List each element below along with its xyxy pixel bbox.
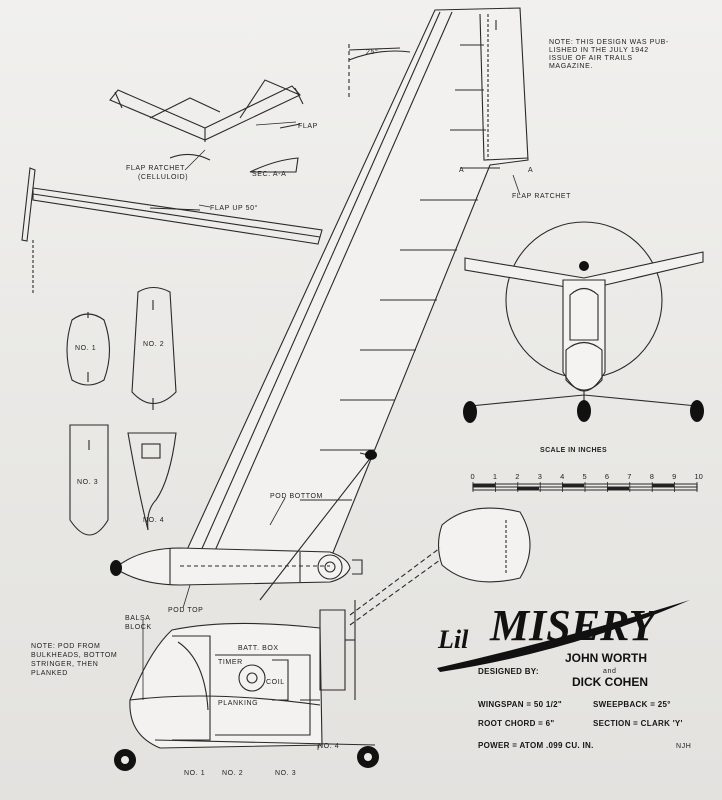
- pod-no1-label: NO. 1: [184, 770, 205, 777]
- sweep-angle-label: 25°: [366, 48, 378, 56]
- flap-ratchet-wing-label: FLAP RATCHET: [512, 193, 571, 200]
- pod-no2-label: NO. 2: [222, 770, 243, 777]
- scale-tick-label: 1: [493, 472, 497, 481]
- leader-lines: [142, 121, 521, 750]
- balsa-block-line-1: BALSA: [125, 615, 151, 622]
- front-view: [464, 221, 704, 407]
- wheel-hubs: [121, 753, 372, 764]
- batt-box-label: BATT. BOX: [238, 645, 279, 652]
- pod-note-line-3: STRINGER, THEN: [31, 661, 98, 668]
- scale-tick-label: 2: [515, 472, 519, 481]
- sec-aa-label: SEC. A-A: [252, 171, 286, 178]
- flap-sketch: [109, 79, 304, 161]
- solid-parts: [110, 261, 704, 771]
- top-note-line-2: LISHED IN THE JULY 1942: [549, 47, 649, 54]
- scale-tick-label: 0: [471, 472, 475, 481]
- flap-label: FLAP: [298, 123, 318, 130]
- flap-ratchet-top-label: FLAP RATCHET: [126, 165, 185, 172]
- title-main: MISERY: [489, 601, 660, 650]
- scale-tick-label: 4: [560, 472, 564, 481]
- flap-up-label: FLAP UP 50°: [210, 204, 258, 212]
- bulkhead-no3-label: NO. 3: [77, 479, 98, 486]
- designer-name-2: DICK COHEN: [572, 675, 648, 689]
- scale-tick-labels: 0 1 2 3 4 5 6 7 8 9 10: [471, 472, 703, 492]
- section-a-left: A: [459, 167, 464, 174]
- pod-no4-label: NO. 4: [318, 743, 339, 750]
- spec-wingspan: WINGSPAN = 50 1/2": [478, 700, 562, 709]
- pod-note-line-4: PLANKED: [31, 670, 68, 677]
- pod-bottom-label: POD BOTTOM: [270, 493, 323, 500]
- title-prefix: Lil: [437, 625, 469, 654]
- pod-note-line-2: BULKHEADS, BOTTOM: [31, 652, 117, 659]
- scale-tick-label: 5: [583, 472, 587, 481]
- pod-note-line-1: NOTE: POD FROM: [31, 643, 100, 650]
- balsa-block-line-2: BLOCK: [125, 624, 152, 631]
- designer-name-1: JOHN WORTH: [565, 651, 647, 665]
- timer-label: TIMER: [218, 659, 243, 666]
- bulkhead-shapes: [66, 286, 177, 536]
- scale-tick-label: 7: [627, 472, 631, 481]
- pod-top-label: POD TOP: [168, 607, 203, 614]
- spec-sweepback: SWEEPBACK = 25°: [593, 700, 671, 709]
- main-wing: [179, 7, 529, 566]
- coil-label: COIL: [266, 679, 285, 686]
- sec-aa-sketch: [249, 157, 299, 173]
- pod-side-view: [124, 600, 376, 760]
- bulkhead-no1-label: NO. 1: [75, 345, 96, 352]
- spec-power: POWER = ATOM .099 CU. IN.: [478, 741, 594, 750]
- designer-and: and: [603, 668, 616, 675]
- scale-label: SCALE IN INCHES: [540, 447, 607, 454]
- pod-no3-label: NO. 3: [275, 770, 296, 777]
- top-note-line-3: ISSUE OF AIR TRAILS: [549, 55, 633, 62]
- spec-section: SECTION = CLARK 'Y': [593, 719, 683, 728]
- scale-tick-label: 6: [605, 472, 609, 481]
- scale-tick-label: 3: [538, 472, 542, 481]
- planking-label: PLANKING: [218, 700, 258, 707]
- bulkhead-no4-label: NO. 4: [143, 517, 164, 524]
- sweep-angle-indicator: [348, 44, 411, 100]
- top-note-line-1: NOTE: THIS DESIGN WAS PUB-: [549, 39, 669, 46]
- designed-by-label: DESIGNED BY:: [478, 667, 539, 676]
- flap-up-wing: [21, 167, 323, 295]
- celluloid-label: (CELLULOID): [138, 174, 188, 181]
- pod-section: [349, 507, 531, 626]
- section-a-right: A: [528, 167, 533, 174]
- scale-segments: [473, 484, 674, 490]
- title-swoosh: [437, 600, 690, 672]
- scale-tick-label: 8: [650, 472, 654, 481]
- bulkhead-no2-label: NO. 2: [143, 341, 164, 348]
- scale-tick-label: 10: [695, 472, 703, 481]
- initials: NJH: [676, 743, 691, 750]
- top-note-line-4: MAGAZINE.: [549, 63, 593, 70]
- spec-root-chord: ROOT CHORD = 6": [478, 719, 555, 728]
- fuselage-side: [114, 452, 373, 601]
- scale-tick-label: 9: [672, 472, 676, 481]
